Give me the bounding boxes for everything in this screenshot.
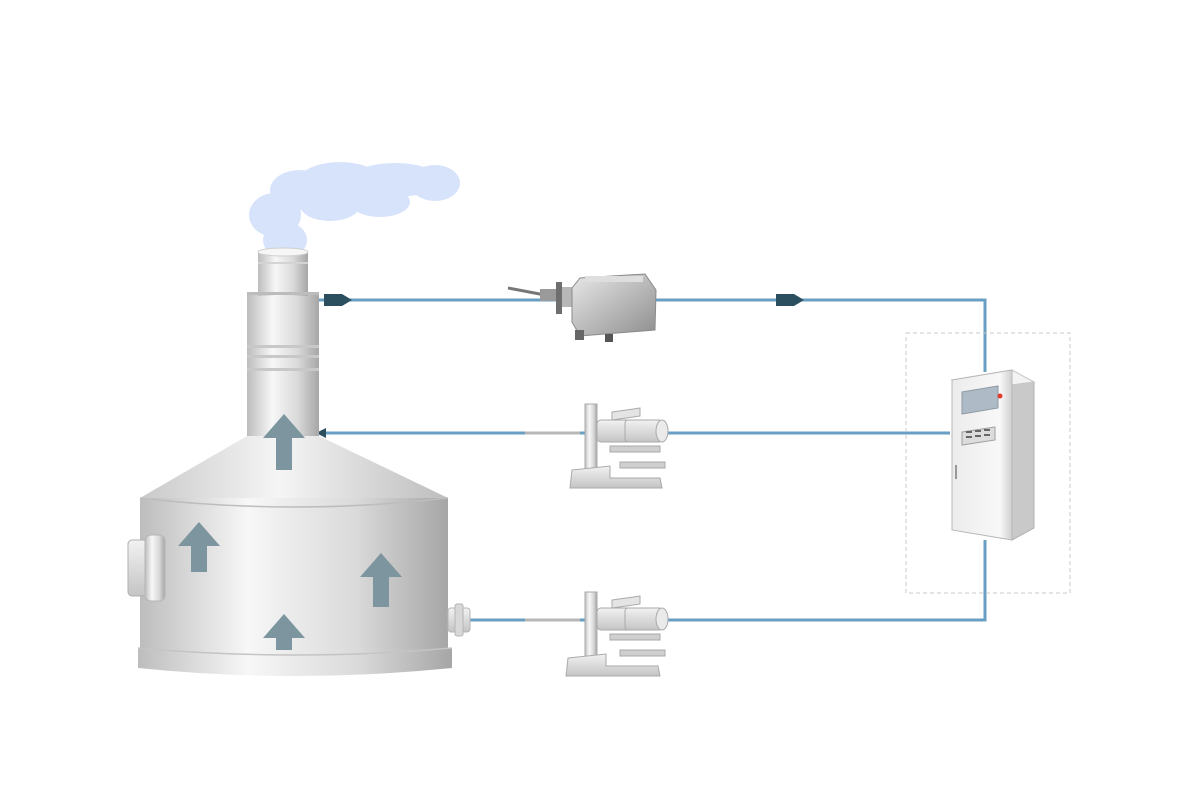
flow-markers (316, 294, 804, 438)
arrow-right-icon (324, 294, 352, 306)
smoke-plume-icon (249, 162, 460, 258)
arrow-up-icon (263, 414, 305, 470)
arrow-up-icon (178, 522, 220, 572)
updraft-arrows (178, 414, 402, 650)
arrow-up-icon (263, 614, 305, 650)
control-cabinet-icon (950, 369, 1036, 541)
lower-sample-line (470, 540, 987, 622)
arrow-left-icon (316, 428, 326, 438)
dashed-enclosure-icon (905, 332, 1071, 594)
furnace-vessel-icon (127, 436, 471, 676)
sampling-probe-icon (525, 591, 669, 677)
gas-analyzer-box-icon (507, 273, 657, 342)
arrow-right-icon (776, 294, 804, 306)
arrow-up-icon (360, 553, 402, 607)
sampling-probe-icon (525, 403, 669, 489)
chimney-stack-icon (247, 247, 319, 452)
